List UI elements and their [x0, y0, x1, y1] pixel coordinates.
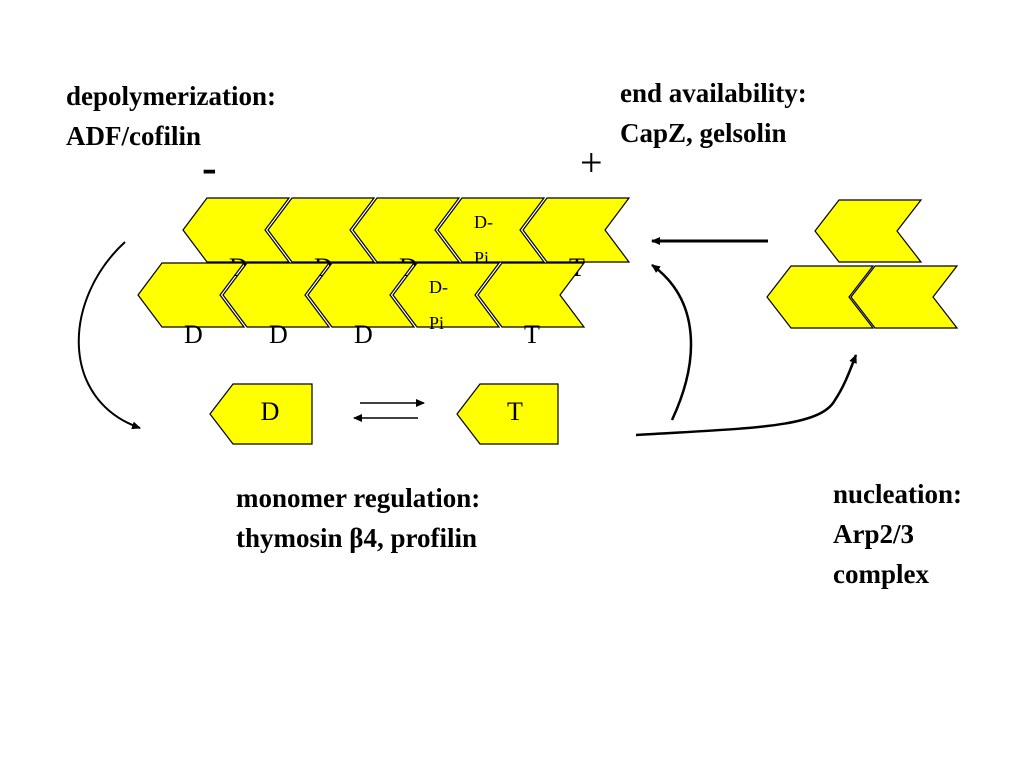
- bottom-row-subunit: D: [307, 262, 416, 349]
- depolymerization-agent: ADF/cofilin: [66, 121, 201, 151]
- subunit-label: D: [184, 320, 203, 349]
- subunit-label: D: [269, 320, 288, 349]
- end-availability-label: end availability: CapZ, gelsolin: [620, 73, 807, 153]
- top-row-subunit: D-Pi: [437, 197, 546, 268]
- arp-subunit: [766, 265, 875, 329]
- bottom-row-subunit: D-Pi: [392, 262, 501, 333]
- arp-subunit: [814, 199, 923, 263]
- nucleation-title: nucleation:: [833, 479, 963, 509]
- bottom-row-subunit: D: [222, 262, 331, 349]
- minus-end-sign: -: [202, 143, 217, 192]
- elongation-arrow: [651, 263, 693, 421]
- end-availability-title: end availability:: [620, 78, 807, 108]
- subunit-shape: [477, 262, 586, 328]
- monomer-regulation-agents: thymosin β4, profilin: [236, 523, 478, 553]
- end-availability-agents: CapZ, gelsolin: [620, 118, 787, 148]
- subunit-label: T: [524, 320, 540, 349]
- subunit-shape: [137, 262, 246, 328]
- subunit-shape: [352, 197, 461, 263]
- adp-monomer-label: D: [261, 397, 280, 426]
- depolymerization-label: depolymerization: ADF/cofilin: [66, 76, 276, 156]
- subunit-label: D: [354, 320, 373, 349]
- subunit-shape: [392, 262, 501, 328]
- monomer-regulation-title: monomer regulation:: [236, 483, 481, 513]
- subunit-label: D-Pi: [429, 277, 448, 333]
- depolymerization-title: depolymerization:: [66, 81, 276, 111]
- bottom-row-subunit: T: [477, 262, 586, 349]
- subunit-shape: [222, 262, 331, 328]
- atp-monomer-label: T: [507, 397, 523, 426]
- nucleation-agent: Arp2/3: [833, 519, 914, 549]
- arp23-complex: [766, 199, 959, 329]
- subunit-shape: [522, 197, 631, 263]
- subunit-shape: [182, 197, 291, 263]
- nucleation-arrow: [635, 354, 858, 437]
- monomer-regulation-label: monomer regulation: thymosin β4, profili…: [236, 478, 480, 558]
- plus-end-sign: +: [580, 140, 603, 185]
- nucleation-label: nucleation: Arp2/3 complex: [833, 474, 962, 594]
- subunit-shape: [437, 197, 546, 263]
- depolymerization-arrow: [77, 241, 141, 430]
- nucleation-agent-cont: complex: [833, 559, 929, 589]
- arp-subunit: [850, 265, 959, 329]
- adp-monomer: D: [209, 383, 313, 445]
- atp-monomer: T: [456, 383, 559, 445]
- subunit-shape: [307, 262, 416, 328]
- bottom-row-subunit: D: [137, 262, 246, 349]
- subunit-shape: [267, 197, 376, 263]
